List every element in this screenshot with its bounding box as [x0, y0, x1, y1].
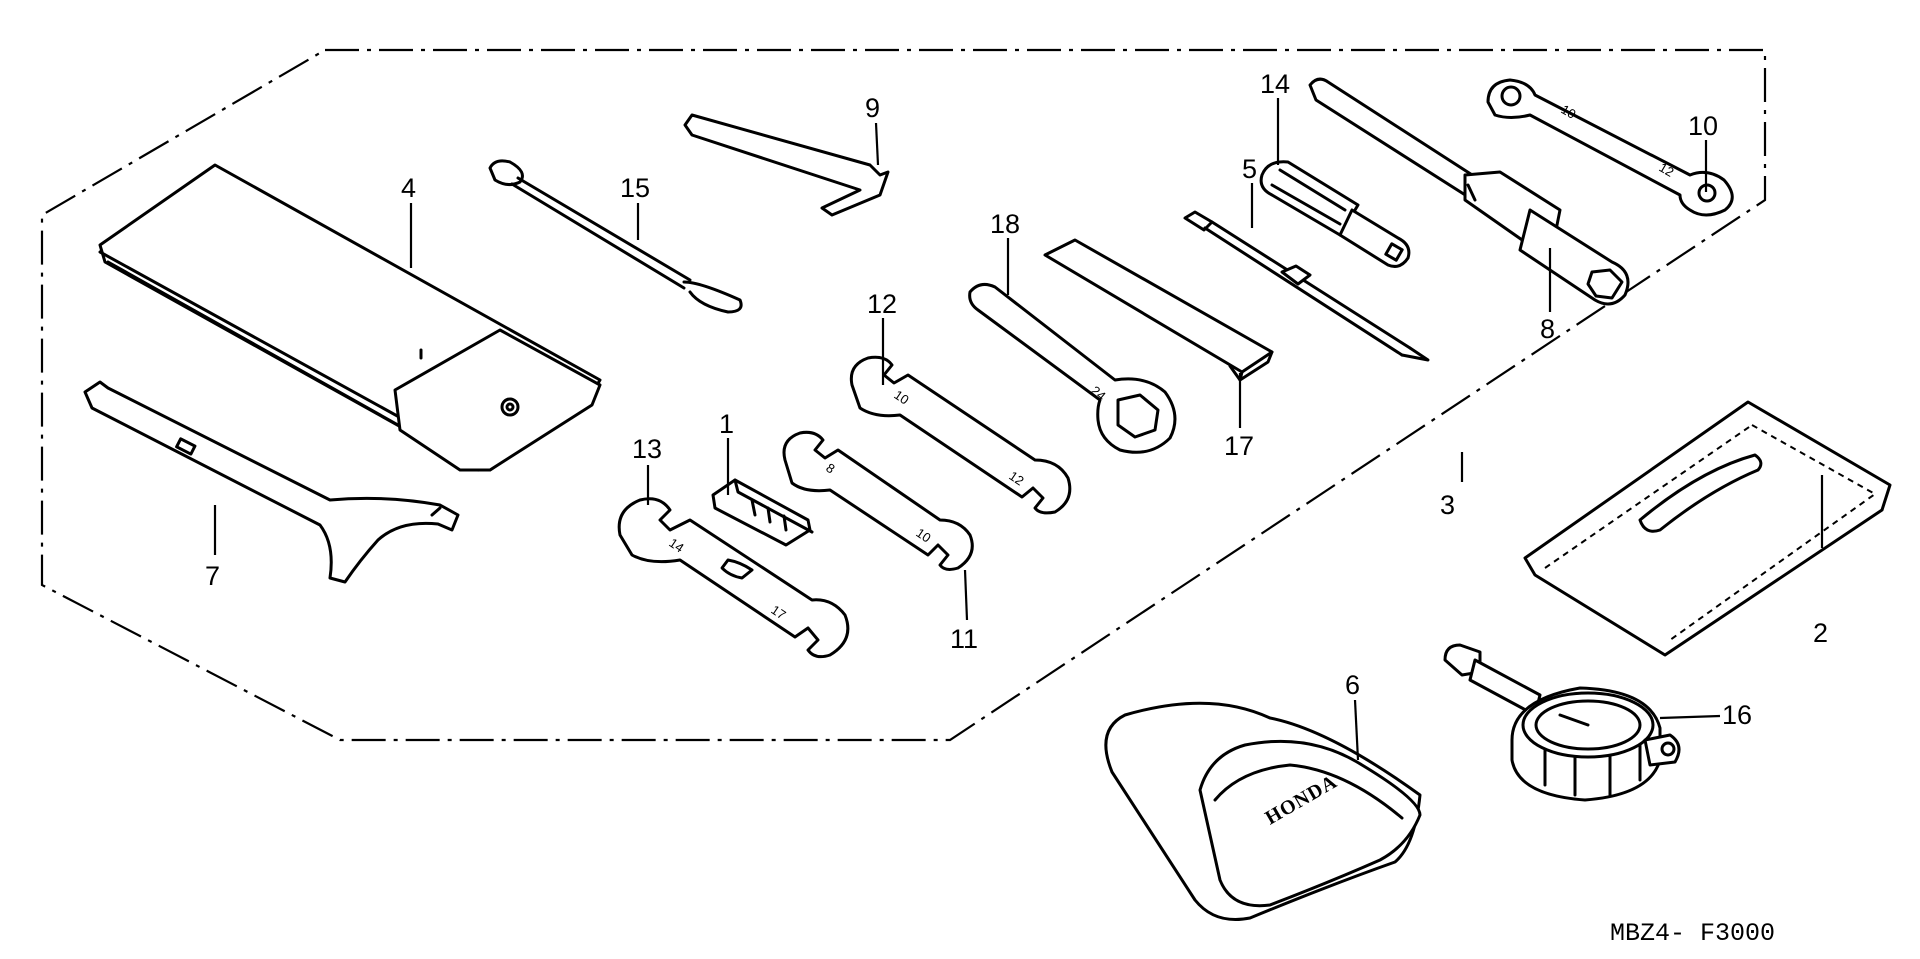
callout-15: 15 [620, 173, 650, 203]
callout-9: 9 [865, 93, 880, 123]
wrench-11-mark-b: 10 [913, 525, 933, 546]
callout-11: 11 [950, 624, 978, 654]
callout-5: 5 [1242, 154, 1257, 184]
hex-key [683, 113, 890, 217]
wrench-13-mark-b: 17 [768, 602, 788, 623]
tool-bag [98, 163, 602, 472]
owners-manual-pouch [1523, 400, 1892, 657]
callout-16: 16 [1722, 700, 1752, 730]
soft-tool-pouch: HONDA [1104, 701, 1422, 922]
flat-bar-extension [1043, 238, 1274, 382]
tire-pressure-gauge [1443, 643, 1681, 802]
drawing-code: MBZ4- F3000 [1610, 919, 1775, 948]
spark-plug-wrench [1308, 77, 1630, 306]
callout-13: 13 [632, 434, 662, 464]
wrench-10-mark-a: 10 [1559, 102, 1579, 122]
callout-labels: 1 2 3 4 5 6 7 8 9 10 11 12 13 14 15 16 1… [205, 69, 1828, 730]
wrench-12-mark-a: 10 [891, 387, 911, 408]
callout-1: 1 [719, 409, 734, 439]
callout-7: 7 [205, 561, 220, 591]
pin-spanner-wrench [83, 380, 460, 584]
open-end-wrench-14x17: 14 17 [617, 497, 850, 659]
callout-6: 6 [1345, 670, 1360, 700]
wrench-13-mark-a: 14 [666, 535, 686, 556]
callout-17: 17 [1224, 431, 1254, 461]
tool-kit-boundary [40, 48, 1767, 742]
cotter-rod [488, 159, 743, 314]
box-wrench-24: 24 [968, 282, 1177, 454]
ring-wrench-10x12: 10 12 [1486, 78, 1734, 217]
callout-4: 4 [401, 173, 416, 203]
callout-2: 2 [1813, 618, 1828, 648]
callout-14: 14 [1260, 69, 1290, 99]
callout-10: 10 [1688, 111, 1718, 141]
wrench-10-mark-b: 12 [1657, 160, 1677, 180]
callout-3: 3 [1440, 490, 1455, 520]
screwdriver-bit [1183, 210, 1430, 362]
fuse-puller [711, 478, 814, 547]
callout-12: 12 [867, 289, 897, 319]
callout-8: 8 [1540, 314, 1555, 344]
wrench-12-mark-b: 12 [1006, 468, 1026, 489]
open-end-wrench-10x12: 10 12 [849, 355, 1072, 515]
open-end-wrench-8x10: 8 10 [782, 430, 974, 571]
screwdriver-handle [1259, 160, 1411, 268]
leader-lines [213, 98, 1824, 761]
callout-18: 18 [990, 209, 1020, 239]
